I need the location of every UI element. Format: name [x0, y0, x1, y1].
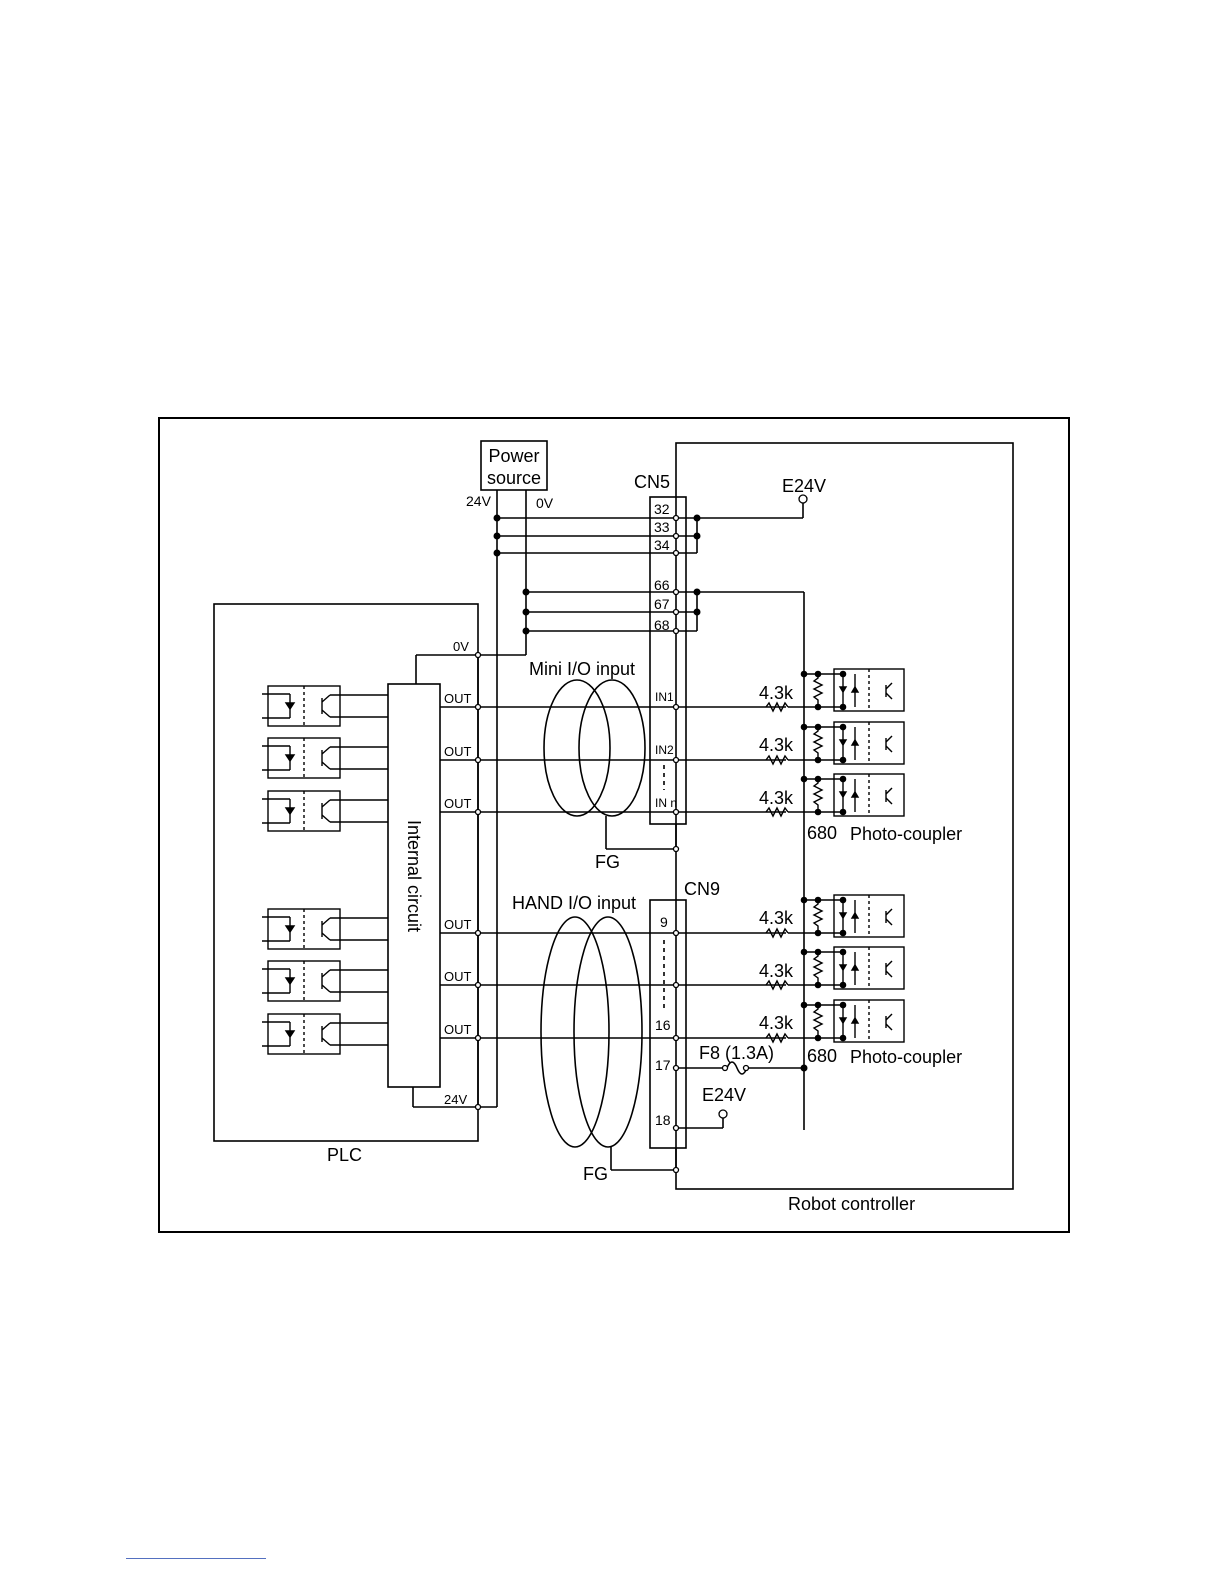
out-label-5: OUT	[444, 969, 472, 984]
v0-top-label: 0V	[536, 495, 554, 511]
out-label-4: OUT	[444, 917, 472, 932]
mini-io-shield-back	[544, 680, 610, 816]
in2-label: IN2	[655, 743, 674, 757]
power-source-label-2: source	[487, 468, 541, 488]
out-label-3: OUT	[444, 796, 472, 811]
res-label-3: 4.3k	[759, 788, 794, 808]
pin-67: 67	[654, 596, 670, 612]
fg-label-2: FG	[583, 1164, 608, 1184]
pin-32: 32	[654, 501, 670, 517]
v24-top-label: 24V	[466, 493, 492, 509]
pin-34: 34	[654, 537, 670, 553]
plc-output-coupler	[262, 791, 388, 831]
photo-label-1: Photo-coupler	[850, 824, 962, 844]
footnote-separator	[126, 1558, 266, 1559]
pin-68: 68	[654, 617, 670, 633]
hand-io-shield-back	[541, 917, 609, 1147]
res-label-6: 4.3k	[759, 1013, 794, 1033]
pin-17: 17	[655, 1057, 671, 1073]
e24v-top-label: E24V	[782, 476, 826, 496]
pin-66: 66	[654, 577, 670, 593]
plc-output-coupler	[262, 1014, 388, 1054]
plc-0v-label: 0V	[453, 639, 469, 654]
plc-24v-label: 24V	[444, 1092, 467, 1107]
res-label-4: 4.3k	[759, 908, 794, 928]
cn5-label: CN5	[634, 472, 670, 492]
fg-label-1: FG	[595, 852, 620, 872]
pin-18: 18	[655, 1112, 671, 1128]
cn9-label: CN9	[684, 879, 720, 899]
pin-9: 9	[660, 914, 668, 930]
out-label-1: OUT	[444, 691, 472, 706]
internal-circuit-label: Internal circuit	[404, 820, 424, 932]
res-label-2: 4.3k	[759, 735, 794, 755]
photo-label-2: Photo-coupler	[850, 1047, 962, 1067]
e24v-bottom-label: E24V	[702, 1085, 746, 1105]
pin-16: 16	[655, 1017, 671, 1033]
out-label-2: OUT	[444, 744, 472, 759]
plc-output-coupler	[262, 738, 388, 778]
mini-io-label: Mini I/O input	[529, 659, 635, 679]
fuse-label: F8 (1.3A)	[699, 1043, 774, 1063]
hand-io-label: HAND I/O input	[512, 893, 636, 913]
pin-33: 33	[654, 519, 670, 535]
r680-label-1: 680	[807, 823, 837, 843]
robot-controller-label: Robot controller	[788, 1194, 915, 1214]
power-source-label-1: Power	[488, 446, 539, 466]
res-label-1: 4.3k	[759, 683, 794, 703]
plc-output-coupler	[262, 961, 388, 1001]
out-label-6: OUT	[444, 1022, 472, 1037]
hand-io-shield-front	[574, 917, 642, 1147]
plc-label: PLC	[327, 1145, 362, 1165]
plc-output-coupler	[262, 909, 388, 949]
mini-io-shield-front	[579, 680, 645, 816]
in1-label: IN1	[655, 690, 674, 704]
plc-output-coupler	[262, 686, 388, 726]
r680-label-2: 680	[807, 1046, 837, 1066]
inn-label: IN n	[655, 796, 677, 810]
res-label-5: 4.3k	[759, 961, 794, 981]
